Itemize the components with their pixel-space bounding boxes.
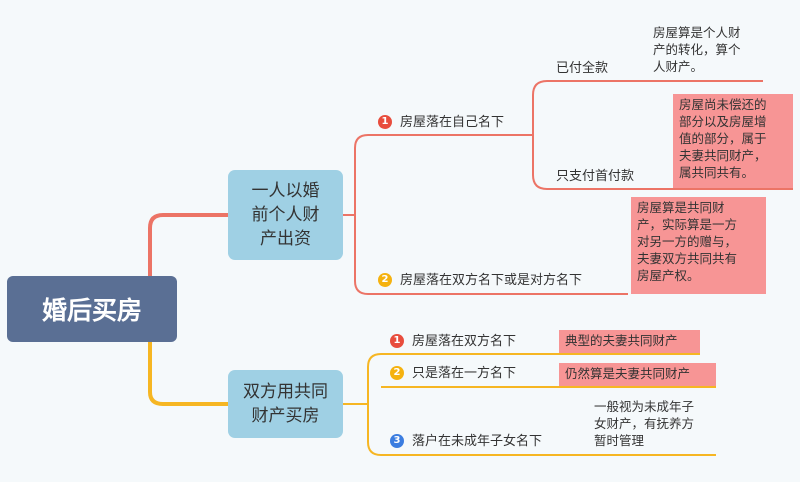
branch2-bracket bbox=[343, 353, 382, 456]
branch1-bracket bbox=[343, 134, 376, 295]
opt2-label[interactable]: 只支付首付款 bbox=[556, 169, 635, 184]
sub1-bracket bbox=[532, 80, 548, 190]
branch2-node[interactable]: 双方用共同 财产买房 bbox=[228, 370, 343, 438]
branch1-sub2-label[interactable]: 房屋落在双方名下或是对方名下 bbox=[400, 273, 583, 288]
number-1-badge: 1 bbox=[378, 115, 392, 129]
branch2-sub2-note: 仍然算是夫妻共同财产 bbox=[559, 363, 716, 386]
branch1-node[interactable]: 一人以婚 前个人财 产出资 bbox=[228, 170, 343, 260]
opt2-note: 房屋尚未偿还的 部分以及房屋增 值的部分，属于 夫妻共同财产， 属共同共有。 bbox=[673, 94, 793, 188]
branch2-sub3-label[interactable]: 落户在未成年子女名下 bbox=[412, 434, 543, 449]
opt1-note: 房屋算是个人财 产的转化，算个 人财产。 bbox=[653, 25, 741, 74]
branch2-sub3-note: 一般视为未成年子 女财产，有抚养方 暂时管理 bbox=[594, 399, 695, 448]
branch1-sub1-label[interactable]: 房屋落在自己名下 bbox=[400, 115, 505, 130]
branch2-sub2-label[interactable]: 只是落在一方名下 bbox=[412, 366, 517, 381]
branch1-label: 一人以婚 前个人财 产出资 bbox=[251, 181, 320, 249]
branch1-sub2-note: 房屋算是共同财 产，实际算是一方 对另一方的赠与， 夫妻双方共同共有 房屋产权。 bbox=[631, 197, 766, 294]
number-2-badge: 2 bbox=[390, 366, 404, 380]
opt1-label[interactable]: 已付全款 bbox=[556, 61, 609, 76]
root-to-branch1-line bbox=[148, 213, 228, 276]
number-2-badge: 2 bbox=[378, 273, 392, 287]
branch2-sub1-label[interactable]: 房屋落在双方名下 bbox=[412, 334, 517, 349]
root-to-branch2-line bbox=[148, 342, 228, 406]
number-3-badge: 3 bbox=[390, 434, 404, 448]
root-node[interactable]: 婚后买房 bbox=[7, 276, 177, 342]
branch2-sub1-note: 典型的夫妻共同财产 bbox=[559, 330, 700, 353]
branch2-label: 双方用共同 财产买房 bbox=[243, 382, 328, 426]
number-1-badge: 1 bbox=[390, 334, 404, 348]
root-label: 婚后买房 bbox=[41, 296, 142, 325]
